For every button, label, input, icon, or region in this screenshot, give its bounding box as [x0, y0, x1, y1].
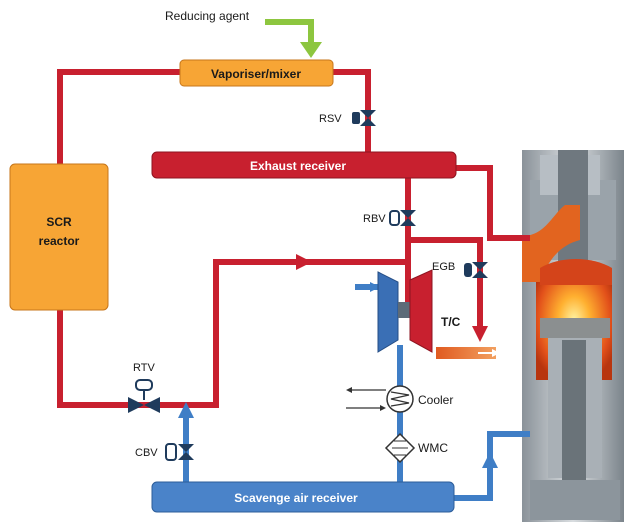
scr-reactor: SCR reactor [9, 163, 109, 311]
turbocharger: T/C [377, 269, 461, 353]
scr-label-line2: reactor [39, 234, 80, 248]
flow-arrow-down [472, 326, 488, 342]
rsv-valve: RSV [319, 110, 376, 126]
cooler-label: Cooler [418, 393, 453, 407]
flow-arrow-right [370, 282, 380, 292]
rbv-valve: RBV [363, 210, 416, 226]
tc-label: T/C [441, 315, 461, 329]
flow-arrow-right [296, 254, 312, 270]
reducing-agent-label: Reducing agent [165, 9, 250, 23]
rsv-label: RSV [319, 113, 342, 125]
egb-label: EGB [432, 261, 455, 273]
scr-label-line1: SCR [46, 215, 72, 229]
engine-cross-section [522, 150, 624, 522]
water-mist-catcher: WMC [384, 432, 448, 464]
vaporiser-label: Vaporiser/mixer [211, 67, 301, 81]
wmc-label: WMC [418, 441, 448, 455]
flow-arrow-up [178, 402, 194, 418]
cbv-label: CBV [135, 447, 158, 459]
scavenge-air-receiver: Scavenge air receiver [151, 481, 455, 513]
rbv-label: RBV [363, 213, 386, 225]
turbine-outlet [436, 347, 500, 359]
cooler: Cooler [346, 385, 453, 413]
scavenge-receiver-label: Scavenge air receiver [234, 491, 358, 505]
exhaust-receiver-label: Exhaust receiver [250, 159, 346, 173]
exhaust-receiver: Exhaust receiver [151, 151, 457, 179]
cbv-valve: CBV [135, 443, 194, 461]
egb-valve: EGB [432, 261, 488, 278]
rtv-valve: RTV [128, 362, 160, 413]
flow-arrow-up [482, 452, 498, 468]
vaporiser-mixer: Vaporiser/mixer [179, 59, 334, 87]
reducing-agent-line [265, 19, 322, 58]
rtv-label: RTV [133, 362, 155, 374]
